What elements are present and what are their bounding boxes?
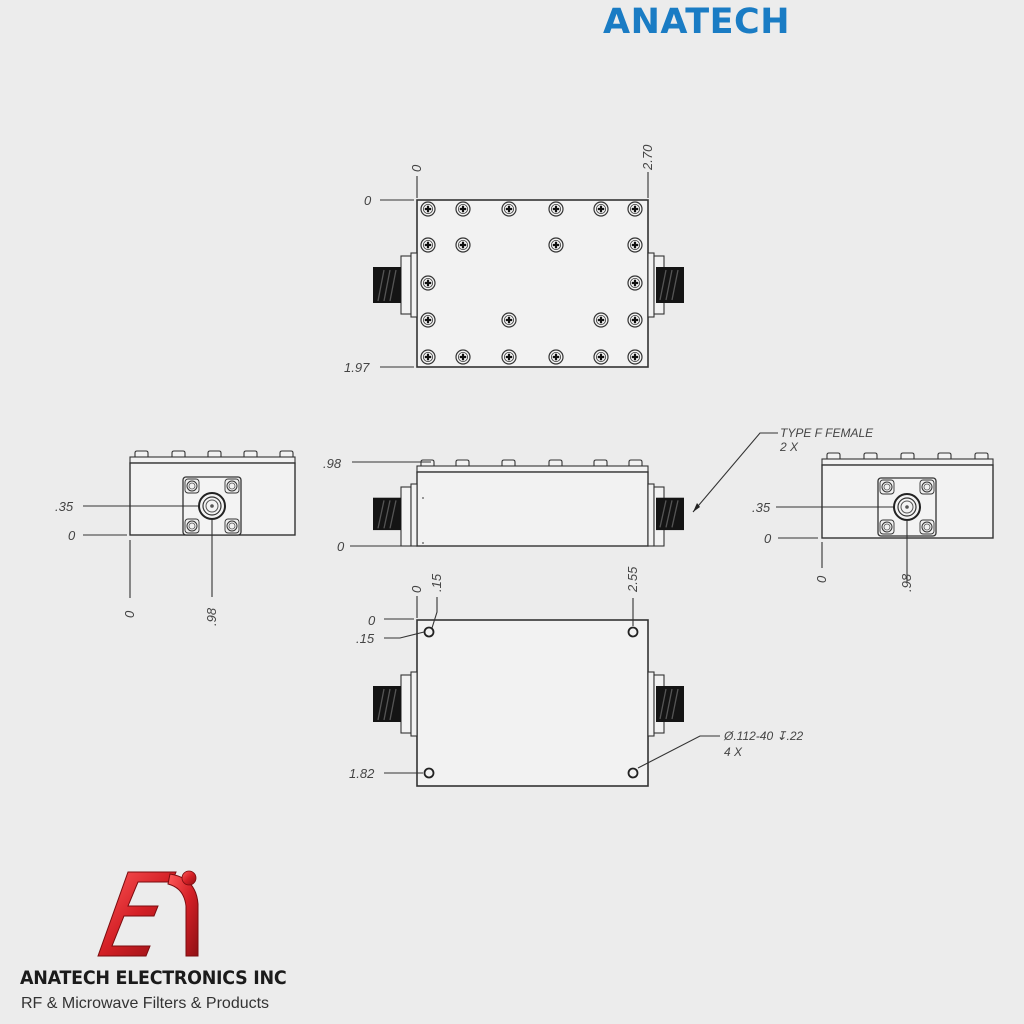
dim-bottom-y015: .15: [356, 631, 375, 646]
left-end-view: .35 0 0 .98: [55, 450, 296, 626]
dim-top-y197: 1.97: [344, 360, 370, 375]
mounting-holes: [423, 626, 639, 779]
dim-bottom-y182: 1.82: [349, 766, 375, 781]
dim-right-y0: 0: [764, 531, 772, 546]
callout-tap-qty: 4 X: [724, 745, 743, 759]
dim-top-x270: 2.70: [640, 144, 655, 171]
dim-bottom-y0: 0: [368, 613, 376, 628]
brand-title: ANATECH: [603, 2, 791, 42]
dim-top-y0: 0: [364, 193, 372, 208]
dim-right-035: .35: [752, 500, 771, 515]
dim-left-x0: 0: [122, 610, 137, 618]
dim-right-x098: .98: [899, 573, 914, 592]
callout-connector-qty: 2 X: [779, 440, 799, 454]
dim-side-098: .98: [323, 456, 342, 471]
callout-connector-type: TYPE F FEMALE: [780, 426, 874, 440]
dim-left-035: .35: [55, 499, 74, 514]
dim-top-x0: 0: [409, 164, 424, 172]
dim-right-x0: 0: [814, 575, 829, 583]
right-end-view: .35 0 0 .98 TYPE F FEMALE 2 X: [692, 426, 994, 592]
callout-tap-hole: Ø.112-40 ↧.22: [723, 729, 804, 743]
company-name: ANATECH ELECTRONICS INC: [20, 967, 287, 989]
dim-bottom-x255: 2.55: [625, 566, 640, 593]
ei-logo-mark: [97, 870, 199, 957]
bottom-view: 0 .15 2.55 0 .15 1.82 Ø.112-40 ↧.22 4 X: [349, 566, 804, 787]
company-logo: [97, 870, 199, 957]
side-view: .98 0: [323, 456, 685, 554]
dim-left-y0: 0: [68, 528, 76, 543]
dim-side-y0: 0: [337, 539, 345, 554]
top-view: 0 2.70 0 1.97: [344, 144, 685, 375]
dim-bottom-x0: 0: [409, 585, 424, 593]
dim-bottom-x015: .15: [429, 573, 444, 592]
dim-left-x098: .98: [204, 607, 219, 626]
company-tagline: RF & Microwave Filters & Products: [21, 995, 270, 1012]
